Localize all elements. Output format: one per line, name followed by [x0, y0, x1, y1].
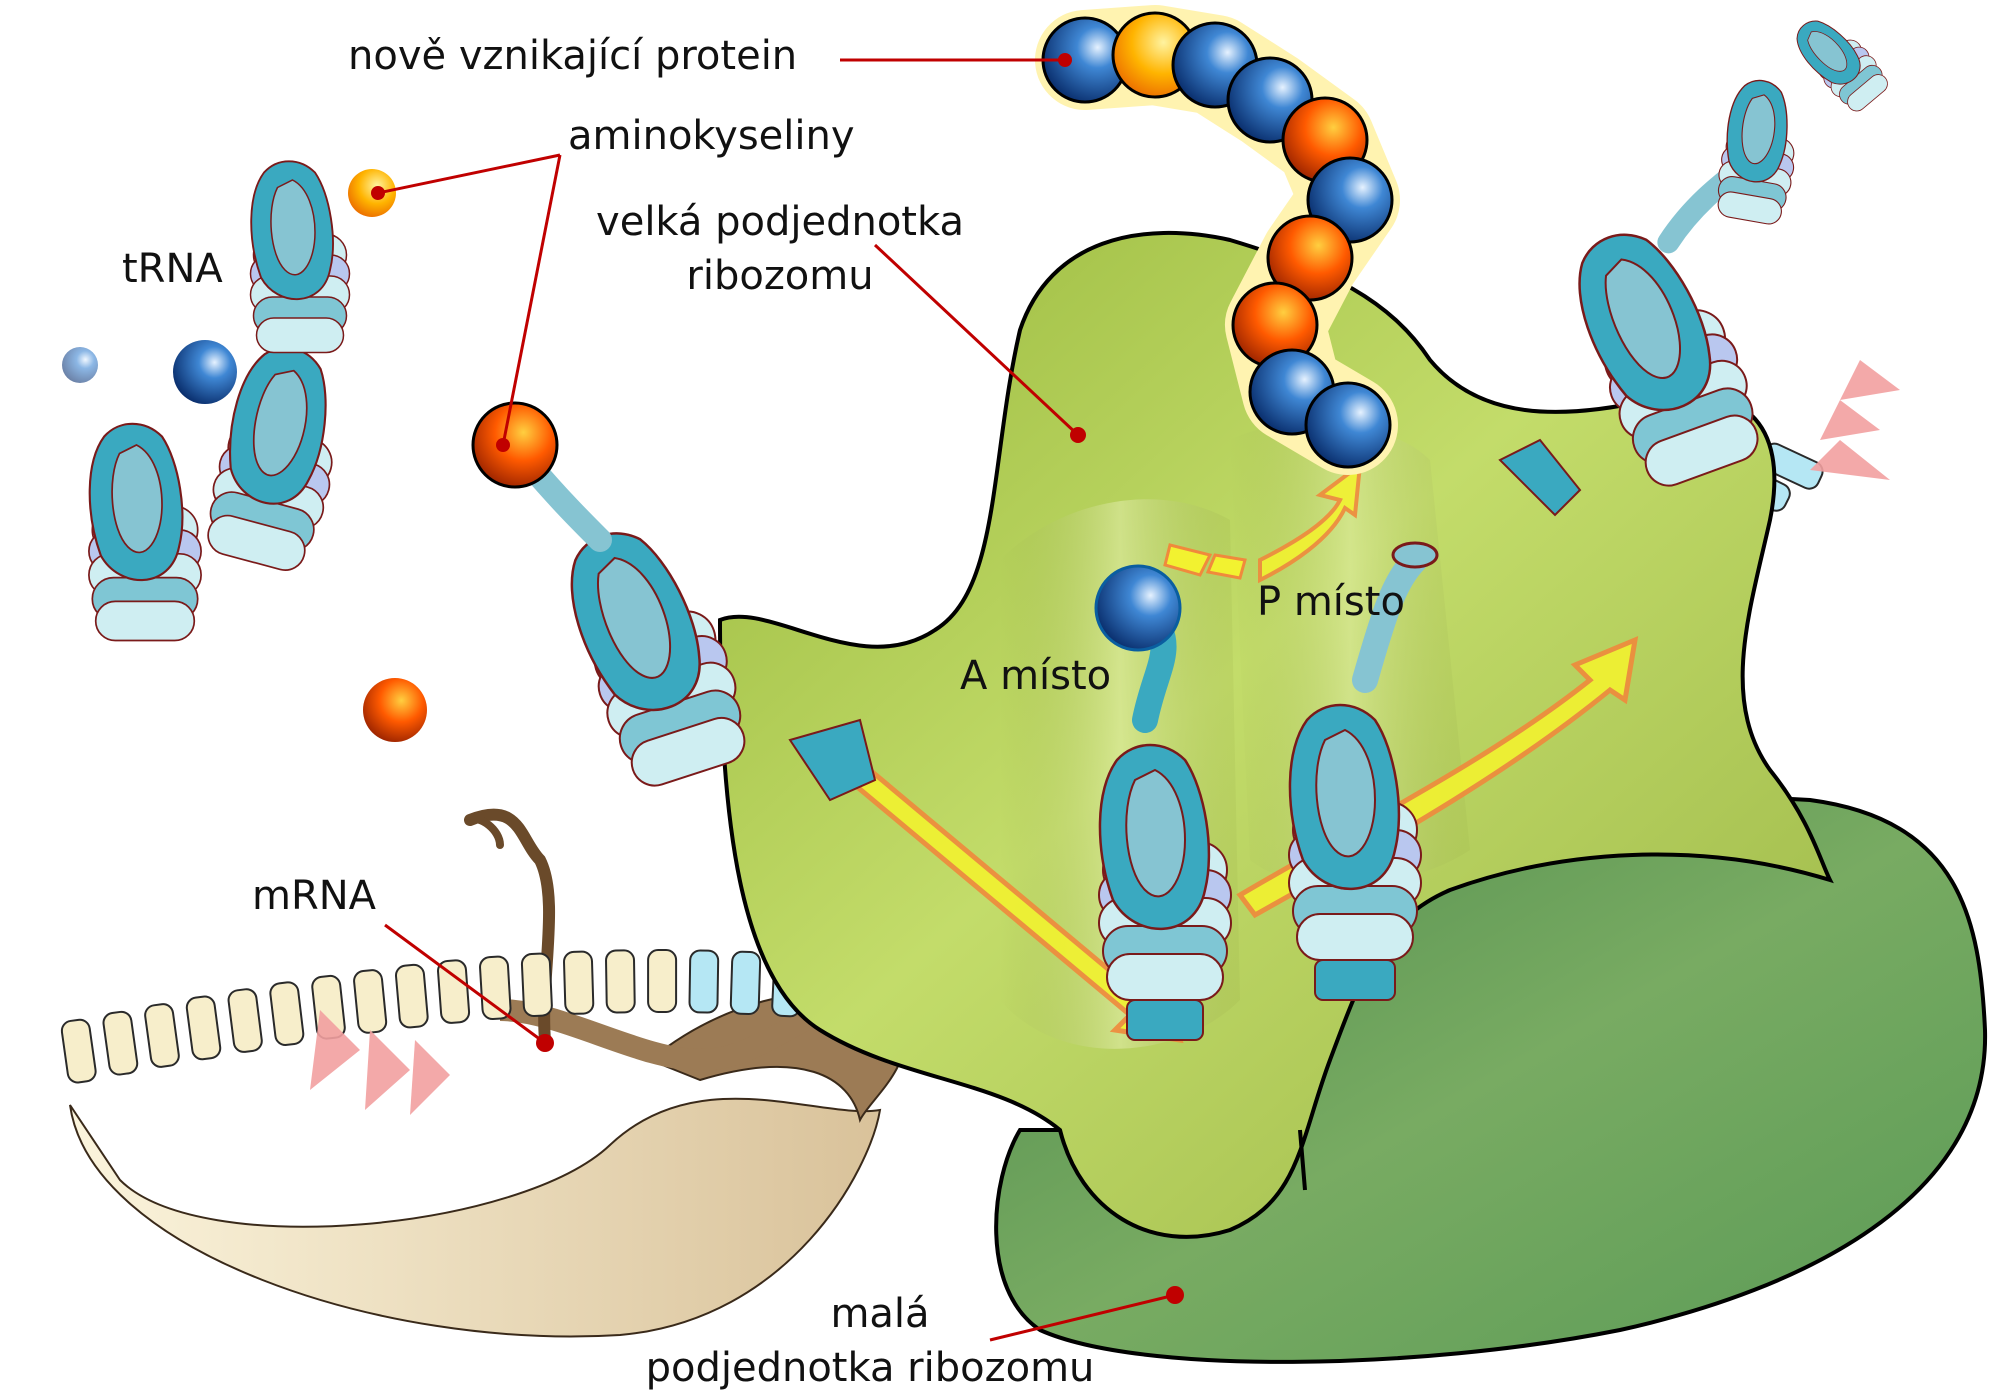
- released-trna-1: [1711, 75, 1809, 228]
- label-large-subunit-line2: ribozomu: [686, 253, 874, 299]
- leader-lines: [377, 58, 1176, 1342]
- label-nascent-protein: nově vznikající protein: [348, 33, 798, 79]
- label-amino-acids: aminokyseliny: [568, 113, 855, 159]
- label-small-subunit-line2: podjednotka ribozomu: [645, 1345, 1095, 1391]
- label-large-subunit-line1: velká podjednotka: [596, 199, 964, 245]
- label-mrna: mRNA: [252, 873, 377, 919]
- label-trna: tRNA: [122, 246, 223, 292]
- released-trna-2: [1787, 4, 1895, 118]
- direction-markers: [310, 360, 1900, 1115]
- a-site-amino-acid: [1094, 564, 1182, 652]
- leader-dots: [371, 53, 1184, 1304]
- nascent-protein-chain: [1035, 5, 1400, 475]
- trna-p-site: [1287, 541, 1439, 1001]
- label-small-subunit-line1: malá: [830, 1291, 930, 1337]
- label-p-site: P místo: [1257, 579, 1405, 625]
- free-trna-cluster: [62, 160, 427, 742]
- label-a-site: A místo: [960, 653, 1112, 699]
- incoming-amino-acid: [471, 401, 559, 489]
